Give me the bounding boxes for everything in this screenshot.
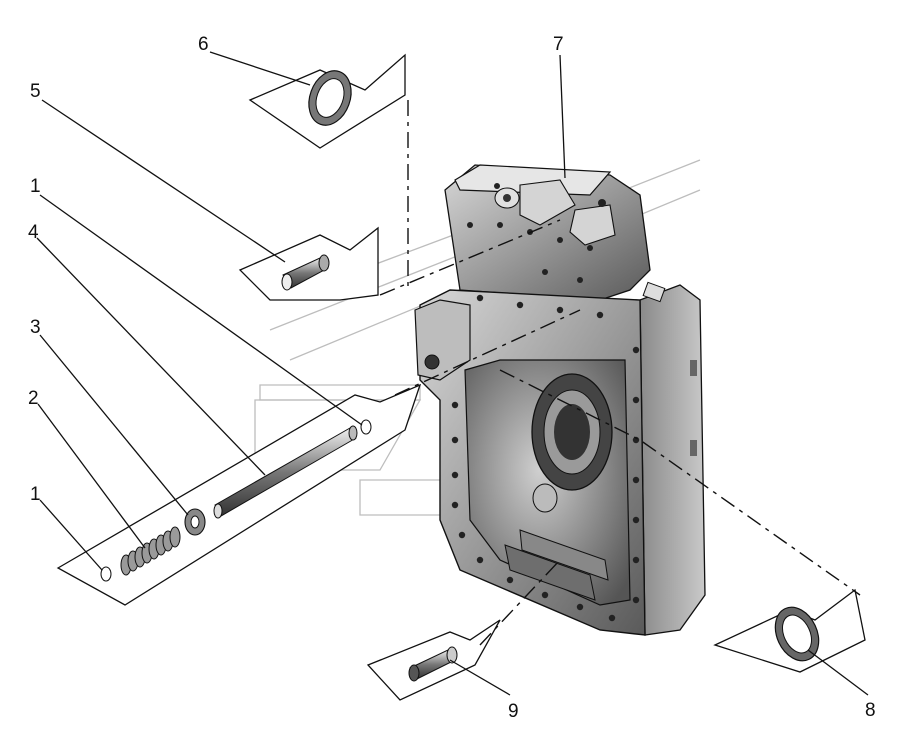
pin-part-9 <box>408 646 458 682</box>
callout-4: 4 <box>28 222 39 243</box>
callout-6: 6 <box>198 34 209 55</box>
seal-ring-part-6 <box>308 70 352 126</box>
leader-lines <box>36 51 869 696</box>
ball-part-1 <box>100 419 372 582</box>
callout-2: 2 <box>28 388 39 409</box>
assembly-axis-lines <box>379 100 861 646</box>
rod-part-4 <box>213 425 358 519</box>
spring-part-2 <box>120 526 181 576</box>
pin-part-5 <box>281 254 330 291</box>
callout-1-lower: 1 <box>30 484 41 505</box>
callout-8: 8 <box>865 700 876 721</box>
callout-1-upper: 1 <box>30 176 41 197</box>
callout-labels: 6 5 1 4 3 2 1 7 9 8 <box>28 34 876 722</box>
callout-9: 9 <box>508 701 519 722</box>
washer-part-3 <box>184 508 206 536</box>
callout-7: 7 <box>553 34 564 55</box>
seal-ring-part-8 <box>774 606 820 662</box>
housing-part-7 <box>414 164 706 636</box>
callout-3: 3 <box>30 317 41 338</box>
callout-5: 5 <box>30 81 41 102</box>
